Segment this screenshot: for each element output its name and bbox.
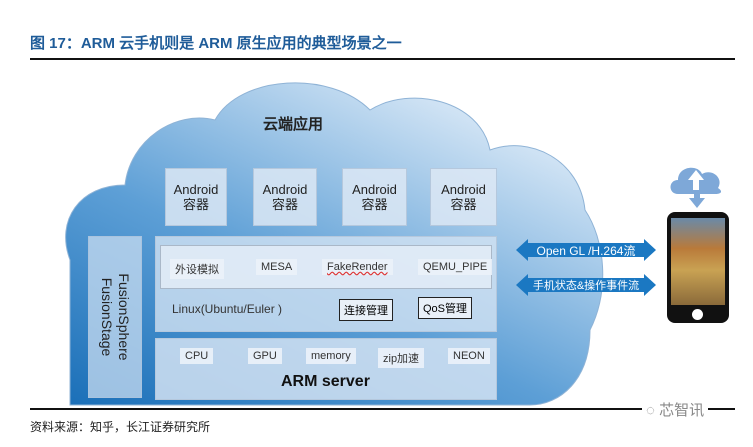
peripheral-emulation: 外设模拟: [170, 259, 224, 279]
phone-icon: [667, 212, 729, 323]
qemu-pipe-label: QEMU_PIPE: [418, 259, 493, 275]
cloud-app-label: 云端应用: [263, 116, 324, 133]
hw-gpu: GPU: [248, 348, 282, 364]
source-note: 资料来源：知乎，长江证券研究所: [30, 420, 211, 434]
bottom-divider: [30, 408, 735, 410]
qos-mgmt-box: QoS管理: [418, 297, 473, 319]
fusionsphere-label: FusionSphere: [116, 273, 132, 361]
fusionstage-label: FusionStage: [99, 277, 115, 357]
phone-screen-game: [671, 218, 725, 305]
hw-cpu: CPU: [180, 348, 214, 364]
connection-mgmt-box: 连接管理: [339, 299, 393, 321]
arm-server-panel: CPU GPU memory zip加速 NEON ARM server: [155, 338, 497, 400]
opengl-stream-arrow: Open GL /H.264流: [516, 239, 656, 261]
hw-neon: NEON: [448, 348, 490, 364]
title-divider: [30, 58, 735, 60]
figure-title: 图 17：ARM 云手机则是 ARM 原生应用的典型场景之一: [30, 35, 402, 52]
os-panel: 外设模拟 MESA FakeRender QEMU_PIPE Linux(Ubu…: [155, 236, 497, 332]
phone-home-button: [692, 309, 703, 320]
hw-memory: memory: [306, 348, 356, 364]
cloud-sync-icon: [670, 167, 722, 208]
watermark: ◌ 芯智讯: [642, 399, 709, 420]
mesa-label: MESA: [256, 259, 298, 275]
fusion-side-panel: FusionSphere FusionStage: [88, 236, 142, 398]
fakerender-label: FakeRender: [322, 259, 393, 275]
hw-zip: zip加速: [378, 348, 425, 368]
linux-label: Linux(Ubuntu/Euler ): [172, 302, 283, 316]
arm-server-label: ARM server: [281, 373, 370, 390]
event-stream-arrow: 手机状态&操作事件流: [516, 274, 656, 296]
